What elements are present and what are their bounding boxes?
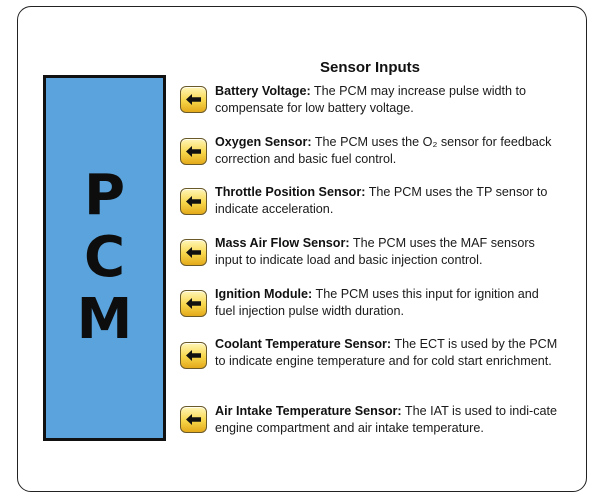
- arrow-left-icon: [186, 94, 201, 105]
- arrow-left-icon: [186, 350, 201, 361]
- arrow-left-icon: [186, 414, 201, 425]
- input-description: Ignition Module: The PCM uses this input…: [215, 286, 560, 320]
- input-text: The IAT is used to indi-cate engine comp…: [215, 404, 558, 435]
- arrow-left-icon: [186, 146, 201, 157]
- pcm-letter-c: C: [83, 225, 126, 290]
- input-label: Battery Voltage:: [215, 84, 311, 98]
- input-label: Throttle Position Sensor:: [215, 185, 366, 199]
- arrow-left-icon: [186, 196, 201, 207]
- input-text: The PCM uses the O₂ sensor for feedback …: [215, 135, 552, 166]
- arrow-left-button[interactable]: [180, 188, 207, 215]
- pcm-letter-m: M: [76, 287, 133, 352]
- arrow-left-button[interactable]: [180, 138, 207, 165]
- input-description: Throttle Position Sensor: The PCM uses t…: [215, 184, 560, 218]
- arrow-left-button[interactable]: [180, 290, 207, 317]
- arrow-left-icon: [186, 247, 201, 258]
- arrow-left-button[interactable]: [180, 406, 207, 433]
- sensor-inputs-title: Sensor Inputs: [319, 59, 420, 76]
- input-text: The PCM may increase pulse width to comp…: [215, 84, 526, 115]
- arrow-left-button[interactable]: [180, 86, 207, 113]
- input-label: Ignition Module:: [215, 287, 313, 301]
- input-label: Coolant Temperature Sensor:: [215, 337, 392, 351]
- pcm-letter-p: P: [83, 163, 126, 228]
- arrow-left-button[interactable]: [180, 239, 207, 266]
- input-text: The PCM uses the TP sensor to indicate a…: [215, 185, 548, 216]
- input-label: Oxygen Sensor:: [215, 135, 312, 149]
- arrow-left-icon: [186, 298, 201, 309]
- input-text: The ECT is used by the PCM to indicate e…: [215, 337, 558, 368]
- input-text: The PCM uses the MAF sensors input to in…: [215, 236, 535, 267]
- input-label: Air Intake Temperature Sensor:: [215, 404, 402, 418]
- input-description: Coolant Temperature Sensor: The ECT is u…: [215, 336, 560, 370]
- input-text: The PCM uses this input for ignition and…: [215, 287, 539, 318]
- input-description: Battery Voltage: The PCM may increase pu…: [215, 83, 560, 117]
- input-description: Oxygen Sensor: The PCM uses the O₂ senso…: [215, 134, 560, 168]
- input-label: Mass Air Flow Sensor:: [215, 236, 350, 250]
- arrow-left-button[interactable]: [180, 342, 207, 369]
- pcm-block: P C M: [43, 75, 166, 441]
- input-description: Air Intake Temperature Sensor: The IAT i…: [215, 403, 560, 437]
- input-description: Mass Air Flow Sensor: The PCM uses the M…: [215, 235, 560, 269]
